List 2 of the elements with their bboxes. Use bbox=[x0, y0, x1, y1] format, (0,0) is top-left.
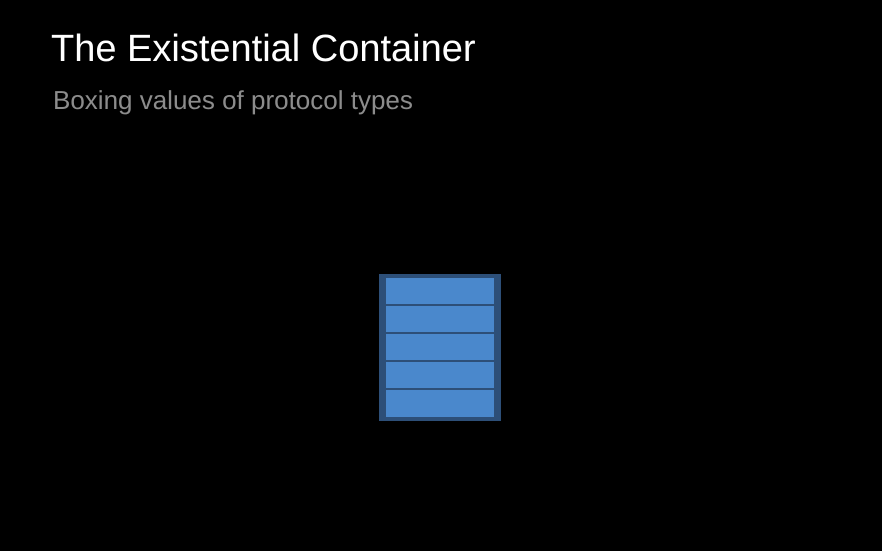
slide-title: The Existential Container bbox=[51, 27, 476, 72]
slide-subtitle: Boxing values of protocol types bbox=[53, 84, 413, 117]
